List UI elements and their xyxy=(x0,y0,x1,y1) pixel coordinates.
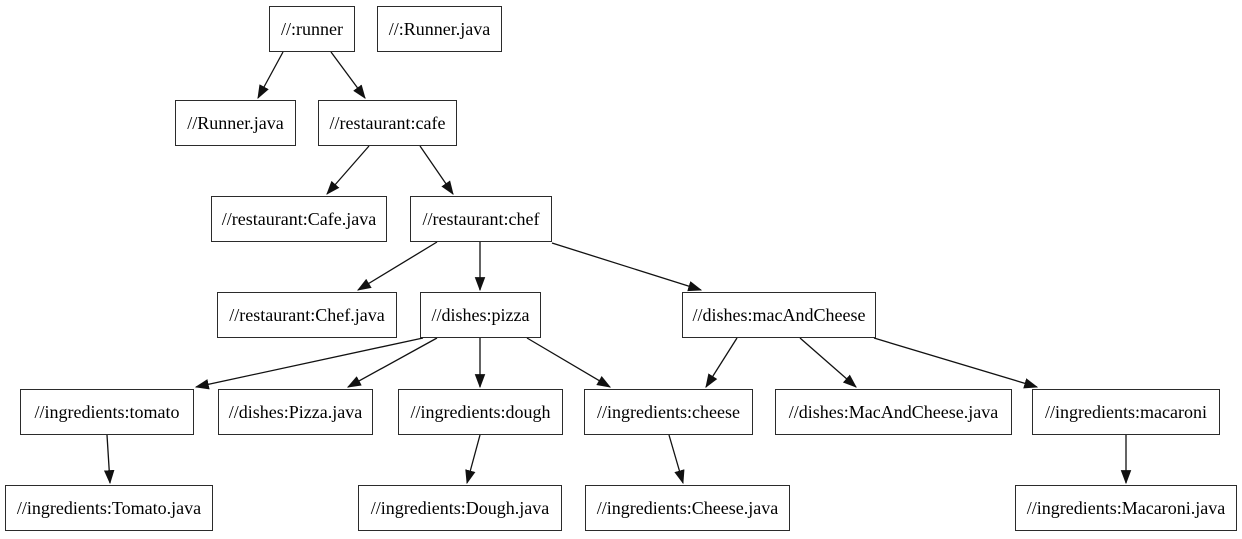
graph-node-root-runner-java: //:Runner.java xyxy=(377,6,502,52)
edge-pizza-to-tomato xyxy=(194,337,424,390)
graph-node-label: //ingredients:macaroni xyxy=(1045,402,1207,422)
graph-node-label: //:runner xyxy=(281,19,343,39)
edge-runner-to-runner-java xyxy=(257,51,284,100)
graph-node-cheese: //ingredients:cheese xyxy=(584,389,753,435)
graph-node-runner-java: //Runner.java xyxy=(175,100,296,146)
edge-cheese-to-cheese-java xyxy=(668,434,685,485)
graph-node-label: //restaurant:cafe xyxy=(329,113,446,133)
graph-node-dough-java: //ingredients:Dough.java xyxy=(358,485,562,531)
graph-node-label: //dishes:MacAndCheese.java xyxy=(788,402,999,422)
graph-node-label: //dishes:macAndCheese xyxy=(692,305,866,325)
graph-node-label: //Runner.java xyxy=(187,113,284,133)
graph-node-macaroni: //ingredients:macaroni xyxy=(1032,389,1220,435)
edge-chef-to-chef-java xyxy=(357,241,438,291)
graph-node-chef-java: //restaurant:Chef.java xyxy=(217,292,397,338)
graph-node-tomato: //ingredients:tomato xyxy=(20,389,194,435)
graph-node-runner: //:runner xyxy=(269,6,355,52)
graph-node-label: //ingredients:Tomato.java xyxy=(16,498,202,518)
graph-node-tomato-java: //ingredients:Tomato.java xyxy=(5,485,213,531)
edge-cafe-to-chef xyxy=(419,145,454,195)
edge-pizza-to-cheese xyxy=(526,337,612,388)
graph-node-label: //:Runner.java xyxy=(388,19,491,39)
graph-node-cheese-java: //ingredients:Cheese.java xyxy=(585,485,790,531)
edge-mac-and-cheese-to-macaroni xyxy=(873,337,1039,389)
graph-node-cafe-java: //restaurant:Cafe.java xyxy=(211,196,387,242)
graph-node-label: //ingredients:tomato xyxy=(34,402,180,422)
edge-mac-and-cheese-to-cheese xyxy=(705,337,738,388)
graph-node-pizza: //dishes:pizza xyxy=(420,292,541,338)
graph-node-cafe: //restaurant:cafe xyxy=(318,100,457,146)
edge-cafe-to-cafe-java xyxy=(326,145,370,195)
graph-node-chef: //restaurant:chef xyxy=(410,196,552,242)
graph-node-label: //ingredients:Macaroni.java xyxy=(1026,498,1226,518)
graph-node-label: //ingredients:Cheese.java xyxy=(596,498,779,518)
graph-node-label: //dishes:pizza xyxy=(431,305,530,325)
graph-node-dough: //ingredients:dough xyxy=(398,389,563,435)
graph-node-macaroni-java: //ingredients:Macaroni.java xyxy=(1015,485,1237,531)
graph-node-label: //dishes:Pizza.java xyxy=(228,402,363,422)
graph-node-label: //ingredients:cheese xyxy=(597,402,740,422)
edge-mac-and-cheese-to-mac-and-cheese-java xyxy=(799,337,857,388)
graph-node-label: //restaurant:Cafe.java xyxy=(221,209,377,229)
edge-tomato-to-tomato-java xyxy=(103,434,115,485)
edge-runner-to-cafe xyxy=(330,51,366,99)
graph-node-mac-and-cheese-java: //dishes:MacAndCheese.java xyxy=(775,389,1012,435)
graph-node-label: //restaurant:chef xyxy=(422,209,540,229)
edge-chef-to-mac-and-cheese xyxy=(551,242,703,292)
graph-node-pizza-java: //dishes:Pizza.java xyxy=(218,389,373,435)
edge-pizza-to-pizza-java xyxy=(346,337,438,388)
graph-node-label: //ingredients:Dough.java xyxy=(370,498,550,518)
graph-node-label: //restaurant:Chef.java xyxy=(229,305,385,325)
edge-dough-to-dough-java xyxy=(465,434,481,485)
graph-node-label: //ingredients:dough xyxy=(410,402,551,422)
graph-node-mac-and-cheese: //dishes:macAndCheese xyxy=(682,292,876,338)
